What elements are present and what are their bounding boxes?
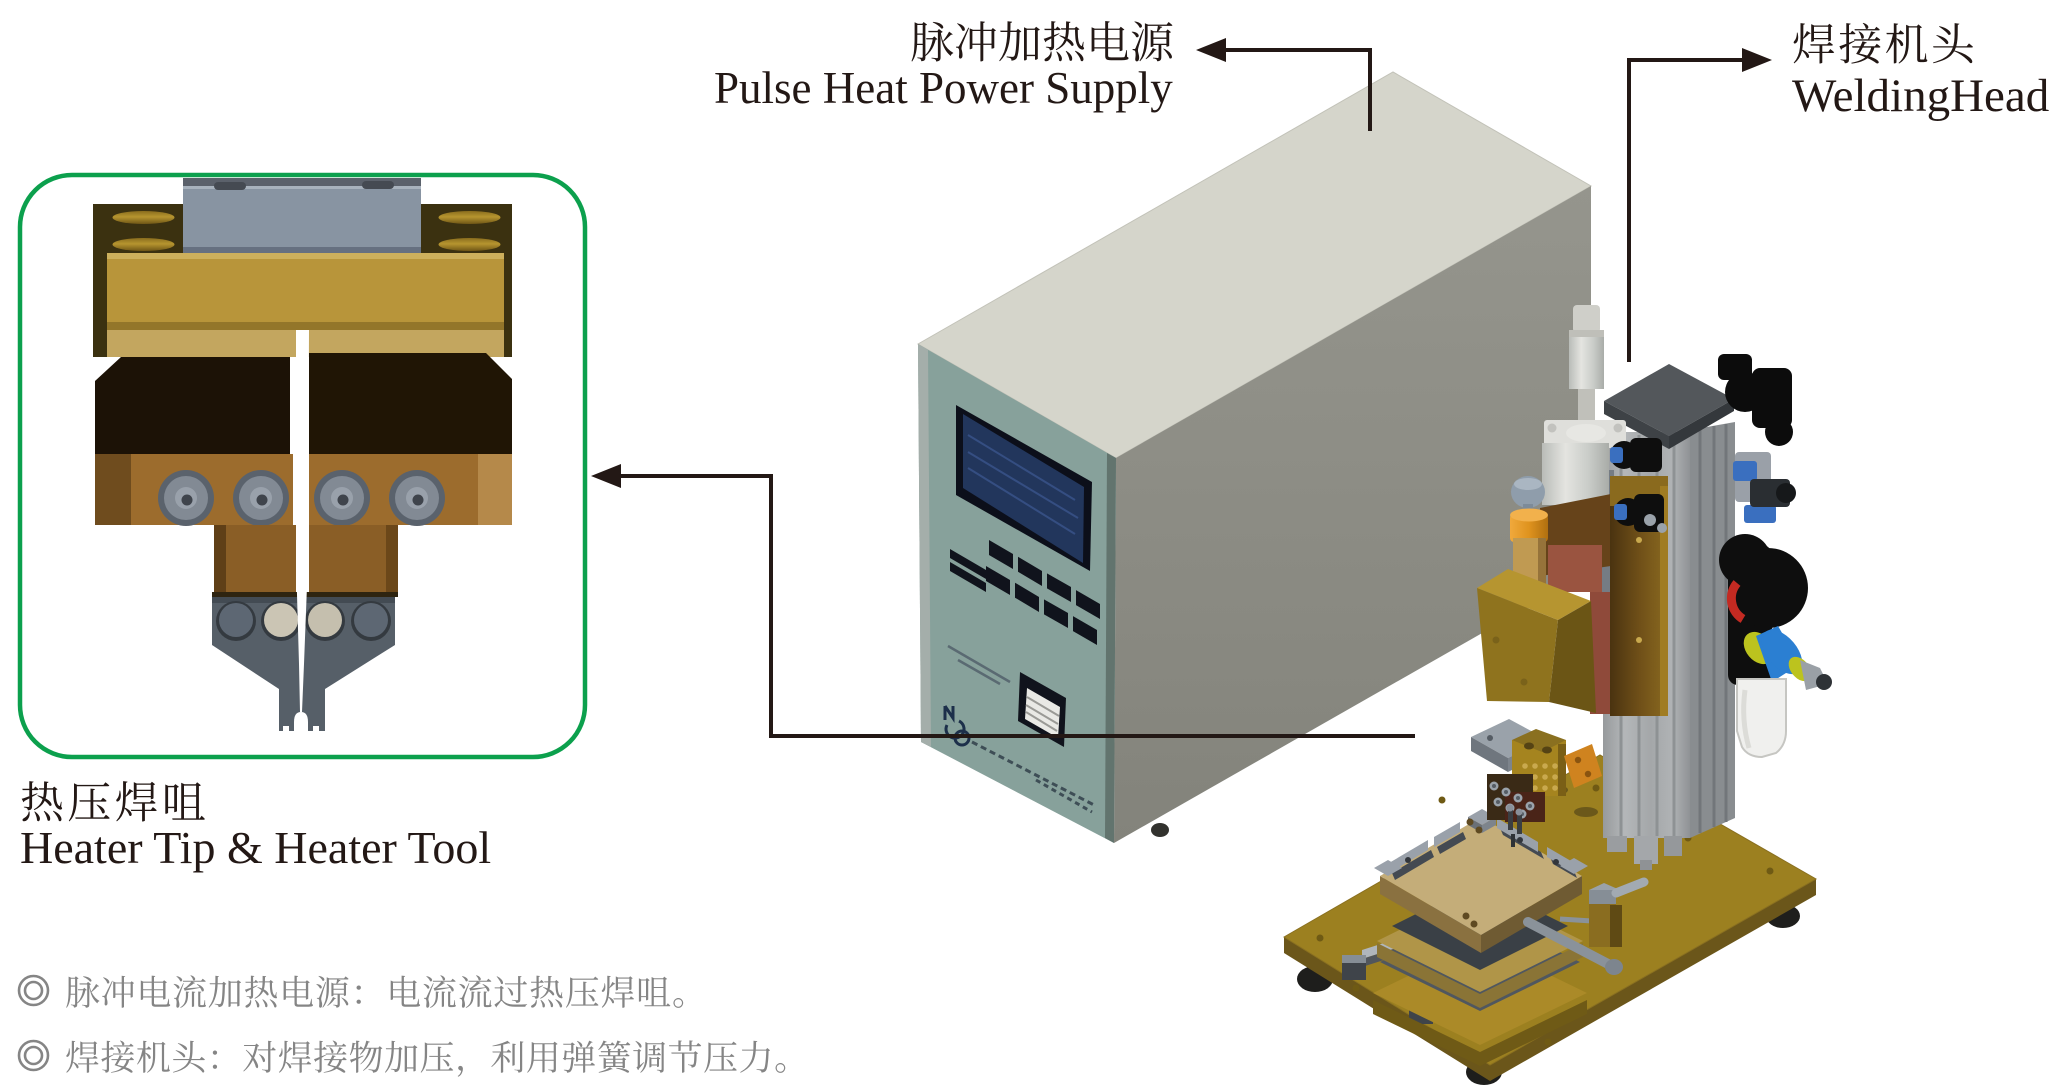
svg-text:Pulse Heat Power Supply: Pulse Heat Power Supply	[714, 63, 1173, 113]
svg-text:WeldingHead: WeldingHead	[1792, 70, 2049, 122]
svg-text:Heater Tip & Heater Tool: Heater Tip & Heater Tool	[20, 822, 491, 873]
